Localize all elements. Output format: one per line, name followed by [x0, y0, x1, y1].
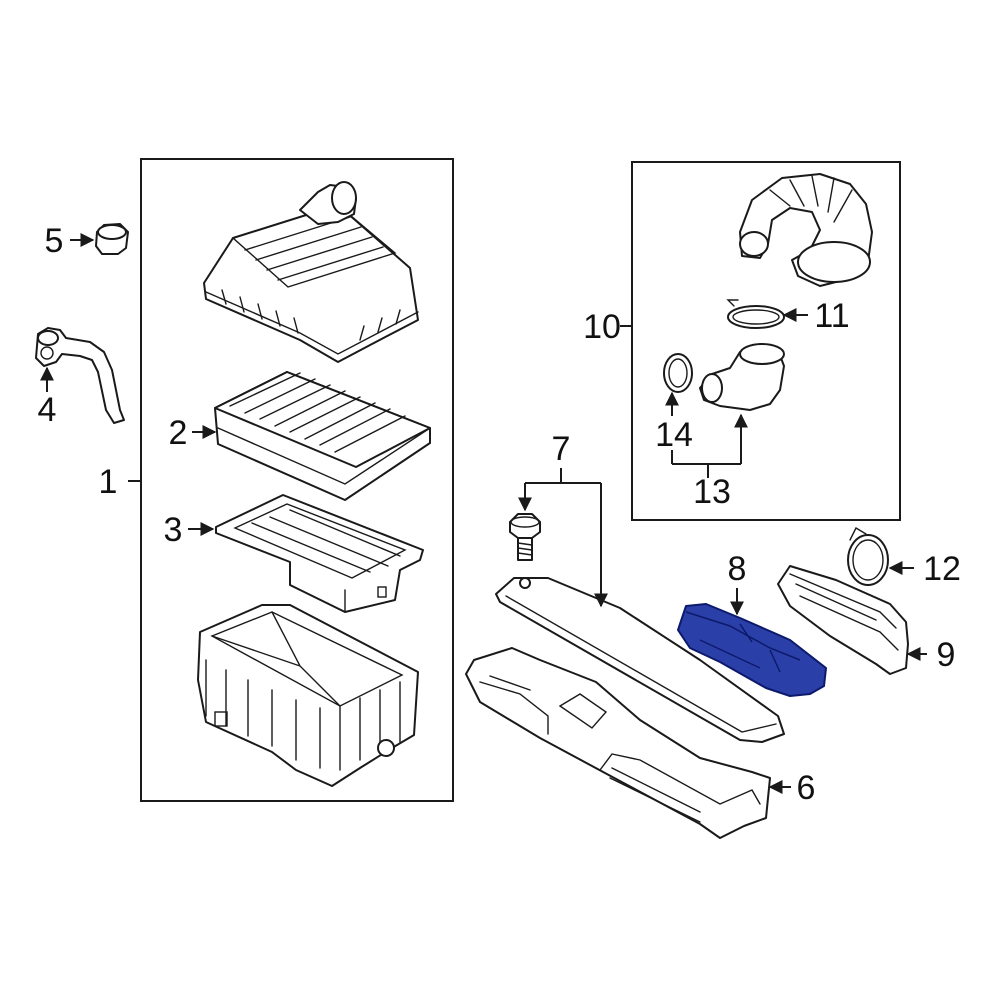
callout-13: 13: [693, 473, 731, 511]
breather-hose[interactable]: [35, 327, 125, 424]
mounting-bolt[interactable]: [509, 513, 541, 561]
air-inlet-duct[interactable]: [465, 647, 771, 839]
filter-tray[interactable]: [215, 494, 424, 613]
hose-clamp[interactable]: [726, 299, 785, 329]
outlet-duct[interactable]: [699, 343, 785, 411]
callout-10: 10: [583, 308, 621, 346]
duct-insert-highlighted[interactable]: [677, 603, 827, 697]
leader-lines: [40, 233, 927, 794]
callout-1: 1: [99, 463, 118, 501]
callout-3: 3: [164, 511, 183, 549]
callout-2: 2: [169, 414, 188, 452]
assembly-10-frame: [631, 161, 901, 521]
callout-6: 6: [797, 769, 816, 807]
air-filter-element[interactable]: [214, 371, 431, 501]
air-cleaner-cover[interactable]: [203, 181, 419, 363]
callout-9: 9: [937, 636, 956, 674]
callout-labels: 1 2 3 4 5 6 7 8 9 10 11 12 13 14: [38, 222, 961, 807]
air-cleaner-lower-housing[interactable]: [197, 604, 419, 787]
breather-cap[interactable]: [95, 223, 129, 255]
callout-14: 14: [655, 416, 693, 454]
callout-8: 8: [728, 550, 747, 588]
callout-12: 12: [923, 550, 961, 588]
callout-11: 11: [814, 297, 849, 335]
outlet-hose-upper[interactable]: [739, 173, 873, 287]
duct-cover[interactable]: [495, 577, 785, 743]
duct-seal[interactable]: [663, 353, 693, 393]
callout-4: 4: [38, 391, 57, 429]
callout-5: 5: [45, 222, 64, 260]
callout-7: 7: [552, 430, 571, 468]
seal-ring[interactable]: [847, 527, 889, 586]
